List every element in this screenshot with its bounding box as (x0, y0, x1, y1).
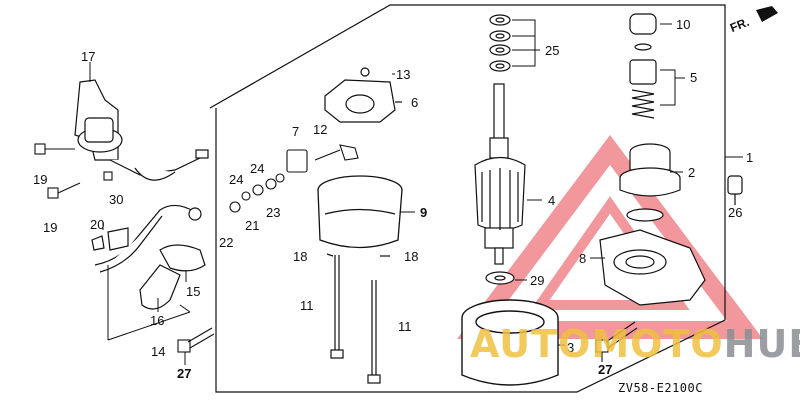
leader-25 (512, 19, 540, 67)
part-label-13: 13 (396, 67, 411, 82)
part-label-27b: 27 (598, 362, 613, 377)
part-label-8: 8 (579, 251, 587, 266)
part-label-14: 14 (151, 344, 166, 359)
motor-yoke (461, 299, 559, 386)
part-label-11b: 11 (398, 319, 412, 334)
through-bolts (326, 253, 390, 384)
part-label-2: 2 (688, 165, 696, 180)
part-label-5: 5 (690, 70, 698, 85)
part-label-21: 21 (245, 218, 260, 233)
part-label-19a: 19 (33, 172, 48, 187)
part-label-6: 6 (411, 95, 419, 110)
watermark-text-part1: AUTOMOTO (470, 322, 724, 366)
part-label-18a: 18 (293, 249, 308, 264)
part-label-27a: 27 (177, 366, 192, 381)
watermark-text: AUTOMOTOHUB (470, 322, 800, 366)
part-label-26: 26 (728, 205, 743, 220)
pin-26 (727, 175, 743, 205)
bolt-27-left (177, 327, 215, 353)
solenoid-bracket (74, 79, 209, 181)
brush-parts (229, 144, 359, 213)
part-label-22: 22 (219, 235, 234, 250)
part-label-1: 1 (746, 150, 754, 165)
part-label-23: 23 (266, 205, 281, 220)
part-label-25: 25 (545, 43, 560, 58)
brush-holder (324, 67, 402, 123)
part-label-24a: 24 (229, 172, 244, 187)
leader-lines-left (89, 62, 191, 365)
part-label-18b: 18 (404, 249, 419, 264)
watermark-text-part2: HUB (723, 322, 800, 366)
part-label-20: 20 (90, 217, 105, 232)
part-label-15: 15 (186, 284, 201, 299)
part-label-11a: 11 (300, 298, 314, 313)
washer-29 (485, 271, 515, 285)
front-direction-arrow (756, 6, 778, 22)
part-label-4: 4 (548, 193, 556, 208)
assembly-frame (209, 4, 726, 393)
part-label-3: 3 (567, 340, 575, 355)
leader-lines-right (392, 73, 743, 346)
part-label-9: 9 (420, 205, 428, 220)
pinion-stop-parts (629, 13, 657, 119)
armature (474, 83, 526, 265)
part-label-19b: 19 (43, 220, 58, 235)
part-label-29: 29 (530, 273, 545, 288)
bolt-19 (34, 143, 113, 199)
pinion-gear (619, 143, 681, 197)
thrust-washers (489, 14, 511, 72)
leader-5-10 (660, 23, 685, 106)
part-label-17: 17 (81, 49, 96, 64)
part-label-12: 12 (313, 122, 328, 137)
bolt-27-right (595, 321, 638, 362)
part-label-30: 30 (109, 192, 124, 207)
part-label-24b: 24 (250, 161, 265, 176)
drawing-code: ZV58-E2100C (618, 381, 703, 395)
part-label-16: 16 (150, 313, 165, 328)
cable-assembly (91, 204, 206, 310)
yoke-cover (317, 175, 403, 249)
part-label-10: 10 (676, 17, 691, 32)
front-cover (599, 229, 706, 306)
washer-under-pinion (626, 208, 664, 222)
part-label-7: 7 (292, 124, 300, 139)
